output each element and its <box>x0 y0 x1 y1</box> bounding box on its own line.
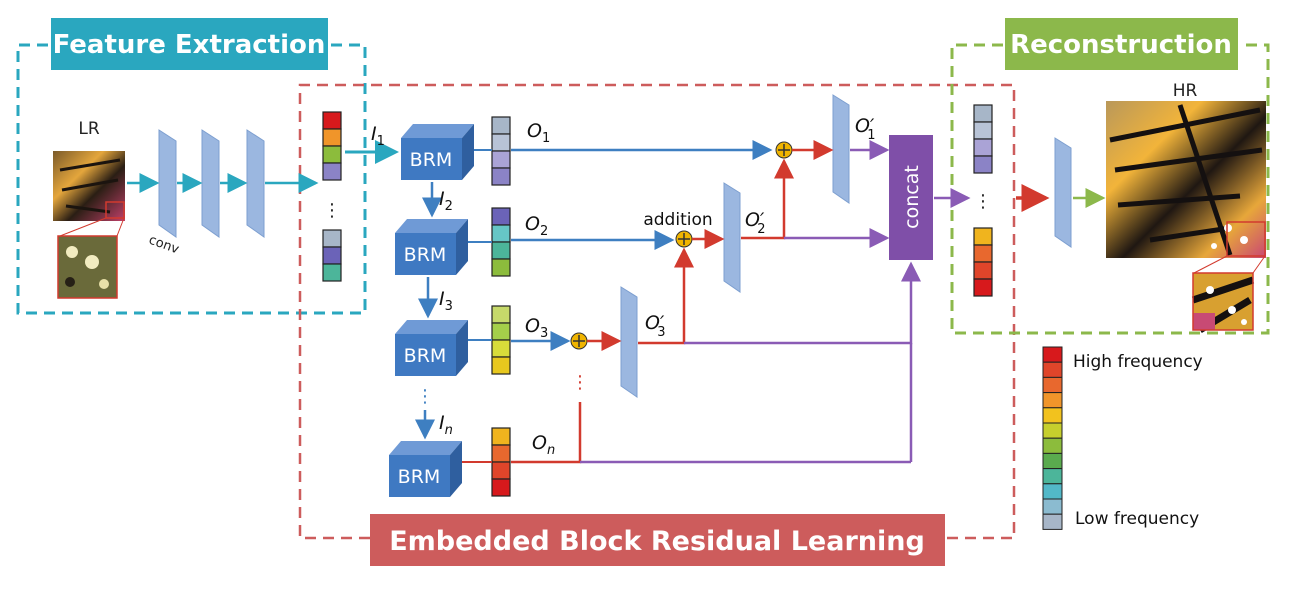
brm-ellipsis: ⋮ <box>416 386 434 407</box>
feature-extraction-frame <box>16 43 367 315</box>
output-o2-prime: O′2 <box>745 209 766 237</box>
brm-block-3: BRM <box>395 320 468 376</box>
o3-prime-to-concat <box>684 261 921 345</box>
legend-swatch <box>1042 437 1063 454</box>
embedded-block-banner: Embedded Block Residual Learning <box>370 514 945 566</box>
input-in: In <box>439 412 453 438</box>
legend-low-frequency: Low frequency <box>1075 509 1199 529</box>
output-vector-o3 <box>491 305 511 375</box>
embedded-block-frame <box>298 83 1016 540</box>
concat-vector-bottom <box>973 227 993 297</box>
output-o2: O2 <box>525 213 548 239</box>
output-o3: O3 <box>525 315 548 341</box>
hr-label: HR <box>1173 81 1198 101</box>
concat-block: concat <box>889 135 933 260</box>
conv-o3-prime <box>620 286 638 398</box>
legend-swatch <box>1042 376 1063 394</box>
legend-swatch <box>1042 346 1063 363</box>
legend-swatch <box>1042 483 1063 500</box>
lr-label: LR <box>78 119 99 139</box>
brm-label: BRM <box>404 244 447 266</box>
addition-label: addition <box>643 210 712 230</box>
hr-zoom-patch <box>1191 272 1255 334</box>
output-vector-o1 <box>491 116 511 186</box>
legend-swatch <box>1042 513 1063 530</box>
frequency-legend-bar <box>1042 346 1063 530</box>
feature-extraction-title: Feature Extraction <box>53 30 326 60</box>
conv-o1-prime <box>832 94 850 204</box>
brm-block-2: BRM <box>395 219 468 275</box>
feature-vector-bottom <box>322 229 342 282</box>
hr-image <box>1106 101 1266 274</box>
conv-layer-3 <box>246 129 265 238</box>
input-i1: I1 <box>371 123 385 149</box>
conv-layer-2 <box>201 129 220 238</box>
brm-block-n: BRM <box>389 441 462 497</box>
feature-vector-ellipsis: ⋮ <box>323 200 341 221</box>
adder-3 <box>570 332 588 350</box>
output-vector-o2 <box>491 207 511 277</box>
brm-label: BRM <box>404 345 447 367</box>
output-on: On <box>532 432 555 458</box>
feature-extraction-banner: Feature Extraction <box>51 18 328 70</box>
legend-swatch <box>1042 392 1063 409</box>
lr-image <box>53 151 125 237</box>
legend-swatch <box>1042 361 1063 378</box>
legend-swatch <box>1042 498 1063 515</box>
brm-block-1: BRM <box>401 124 474 180</box>
brm-label: BRM <box>410 149 453 171</box>
output-o1-prime: O′1 <box>855 115 876 143</box>
reconstruction-frame <box>950 43 1270 335</box>
output-o3-prime: O′3 <box>645 312 666 340</box>
embedded-block-title: Embedded Block Residual Learning <box>389 526 925 557</box>
legend-swatch <box>1042 422 1063 439</box>
legend-swatch <box>1042 407 1063 424</box>
reconstruction-title: Reconstruction <box>1010 30 1232 60</box>
legend-swatch <box>1042 468 1063 485</box>
conv-o2-prime <box>723 182 741 293</box>
lr-zoom-patch <box>57 235 118 299</box>
residual-ellipsis: ⋮ <box>571 372 589 393</box>
concat-label: concat <box>901 165 923 229</box>
recon-conv-layer <box>1054 137 1072 248</box>
adder-2 <box>675 230 693 248</box>
adder-1 <box>775 141 793 159</box>
input-i2: I2 <box>439 188 453 214</box>
output-vector-on <box>491 427 511 497</box>
input-i3: I3 <box>439 288 453 314</box>
brm-label: BRM <box>398 466 441 488</box>
concat-vector-ellipsis: ⋮ <box>974 191 992 212</box>
legend-swatch <box>1042 452 1063 470</box>
reconstruction-banner: Reconstruction <box>1005 18 1238 70</box>
conv-layer-1 <box>158 129 177 238</box>
legend-high-frequency: High frequency <box>1073 352 1203 372</box>
feature-vector-top <box>322 111 342 181</box>
output-o1: O1 <box>527 120 550 146</box>
concat-vector-top <box>973 104 993 174</box>
